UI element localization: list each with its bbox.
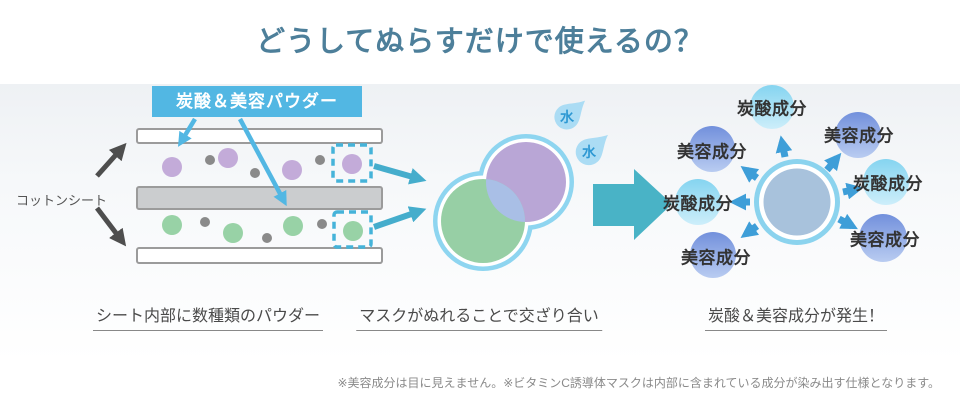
caption-mix: マスクがぬれることで交ざり合い [356,302,602,331]
water-drop-icon [554,100,586,130]
burst-arrow-top-right [824,152,842,173]
powder-dot [315,155,325,165]
cotton-sheet-diagram [95,117,427,264]
mixing-diagram [433,100,672,271]
bubble-carbonic-top [750,85,794,129]
burst-arrow-right [842,182,864,200]
burst-arrow-bottom-left [740,221,760,238]
sheet-top [136,128,383,144]
bubble-carbonic-left [675,179,721,225]
footnote: ※美容成分は目に見えません。※ビタミンC誘導体マスクは内部に含まれている成分が染… [337,376,941,390]
caption-sheet: シート内部に数種類のパウダー [92,302,324,331]
sheet-bottom [136,247,383,264]
beauty-powder-dots [162,148,362,180]
powder-dot [343,221,363,241]
bubble-label-carbonic-left: 炭酸成分 [663,194,733,214]
powder-dot [317,219,327,229]
carbonic-powder-dots [162,215,363,243]
caption-burst: 炭酸＆美容成分が発生！ [704,302,888,331]
bubble-beauty-bottom-left [690,232,736,278]
powder-dot [205,155,215,165]
powder-dot [162,157,182,177]
powder-dot [250,168,260,178]
powder-label-arrow-2 [238,117,287,207]
powder-label-arrow-1 [178,117,197,147]
powder-dot [223,223,243,243]
bubble-beauty-top-left [689,126,735,172]
powder-label-box: 炭酸＆美容パウダー [152,86,362,117]
cotton-pointer-arrow-bottom [95,206,127,247]
highlight-dashed-box-bottom [332,210,373,249]
highlight-dashed-box-top [331,143,373,183]
bubble-label-beauty-top-left: 美容成分 [677,142,747,162]
center-circle [763,168,831,236]
burst-arrows [729,135,864,238]
page-title: どうしてぬらすだけで使えるの？ [256,26,704,58]
burst-arrow-top-left [740,166,760,183]
powder-dot [262,233,272,243]
cotton-sheet-label: コットンシート [16,193,108,208]
to-mix-arrow-bottom [373,206,427,230]
bubble-label-beauty-top-right: 美容成分 [824,126,894,146]
bubble-label-beauty-bottom-left: 美容成分 [681,248,751,268]
big-right-arrow [593,169,672,240]
powder-dot [162,215,182,235]
other-powder-dots-bottom [200,217,327,243]
bubble-label-carbonic-top: 炭酸成分 [737,99,807,119]
powder-dot [200,217,210,227]
water-drops [554,100,608,166]
sheet-middle [136,186,383,210]
bubble-beauty-bottom-right [859,214,907,262]
water-drop-icon [575,134,608,166]
mixed-overlap [486,179,525,222]
powder-dot [218,148,238,168]
water-label-2: 水 [582,144,596,160]
powder-dot [283,216,303,236]
bubble-beauty-top-right [835,112,881,158]
cotton-pointer-arrow-top [95,142,127,178]
bubble-carbonic-right [863,159,909,205]
burst-diagram [675,85,909,278]
other-powder-dots-top [205,155,325,178]
burst-arrow-bottom-right [837,213,858,230]
water-label-1: 水 [560,109,574,125]
powder-dot [282,160,302,180]
bubble-label-beauty-bottom-right: 美容成分 [850,230,920,250]
powder-dot [342,154,362,174]
to-mix-arrow-top [373,163,427,185]
bubble-label-carbonic-right: 炭酸成分 [853,174,923,194]
burst-arrow-top [775,135,793,158]
